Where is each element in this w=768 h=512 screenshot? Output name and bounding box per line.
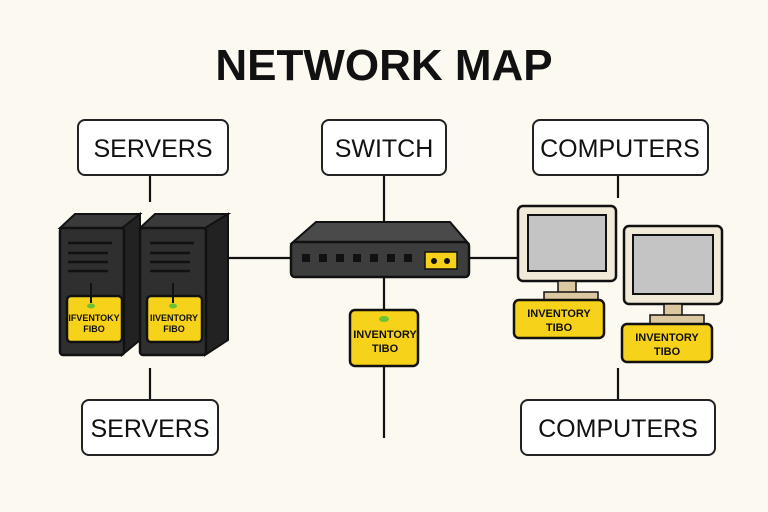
label-computers-bottom: COMPUTERS xyxy=(520,399,716,456)
svg-text:SWITCH: SWITCH xyxy=(335,135,434,163)
svg-text:COMPUTERS: COMPUTERS xyxy=(540,135,700,163)
svg-text:IFVENTOKY: IFVENTOKY xyxy=(68,313,119,323)
inventory-tag xyxy=(512,298,606,340)
label-servers-bottom: SERVERS xyxy=(81,399,219,456)
label-servers-top: SERVERS xyxy=(77,119,229,176)
title: NETWORK MAP xyxy=(215,41,552,90)
svg-text:TIBO: TIBO xyxy=(546,322,573,334)
inventory-tag xyxy=(65,294,124,344)
svg-text:INVENTORY: INVENTORY xyxy=(353,329,417,341)
label-computers-top: COMPUTERS xyxy=(532,119,709,176)
server-icon: IIVENTORY FIBO xyxy=(137,212,232,357)
svg-text:IIVENTORY: IIVENTORY xyxy=(150,313,198,323)
server-icon: IFVENTOKY FIBO xyxy=(57,211,143,358)
svg-text:TIBO: TIBO xyxy=(654,346,681,358)
inventory-tag xyxy=(145,294,204,344)
svg-text:FIBO: FIBO xyxy=(163,324,185,334)
svg-text:INVENTORY: INVENTORY xyxy=(635,332,699,344)
svg-text:TIBO: TIBO xyxy=(372,343,399,355)
computer-icon: INVENTORY TIBO xyxy=(512,204,618,340)
switch-icon: INVENTORY TIBO xyxy=(289,221,471,368)
svg-text:SERVERS: SERVERS xyxy=(93,135,212,163)
inventory-tag xyxy=(348,308,420,368)
computer-icon: INVENTORY TIBO xyxy=(620,224,724,364)
svg-text:FIBO: FIBO xyxy=(83,324,105,334)
inventory-tag xyxy=(620,322,714,364)
label-switch: SWITCH xyxy=(321,119,447,176)
svg-text:COMPUTERS: COMPUTERS xyxy=(538,415,698,443)
svg-text:SERVERS: SERVERS xyxy=(90,415,209,443)
svg-text:INVENTORY: INVENTORY xyxy=(527,308,591,320)
